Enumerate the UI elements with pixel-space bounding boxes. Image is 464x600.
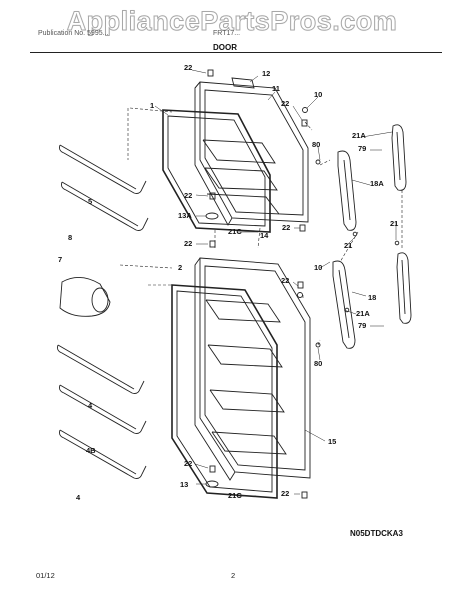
callout-21A-top: 21A bbox=[352, 131, 366, 140]
callout-80-b: 80 bbox=[314, 359, 322, 368]
freezer-door-handle-18A bbox=[337, 150, 357, 231]
watermark: AppliancePartsPros.com bbox=[66, 6, 398, 37]
freezer-door-shelves bbox=[202, 139, 280, 215]
diagram-code: N05DTDCKA3 bbox=[350, 529, 403, 538]
callout-80-top: 80 bbox=[312, 140, 320, 149]
callout-79-top: 79 bbox=[358, 144, 366, 153]
upper-door-shelves bbox=[59, 144, 149, 231]
callout-8: 8 bbox=[68, 233, 72, 242]
callout-4-a: 4 bbox=[88, 401, 93, 410]
nameplate bbox=[231, 77, 255, 89]
callout-10-top: 10 bbox=[314, 90, 322, 99]
callout-21C-b: 21C bbox=[228, 491, 242, 500]
callout-21A-b: 21A bbox=[356, 309, 370, 318]
callout-22-f: 22 bbox=[281, 276, 289, 285]
footer-date: 01/12 bbox=[36, 571, 55, 580]
model-number: FRT17... bbox=[213, 30, 241, 37]
callout-13: 13 bbox=[180, 480, 188, 489]
callout-22-c: 22 bbox=[184, 191, 192, 200]
callout-22-g: 22 bbox=[184, 459, 192, 468]
header-rule bbox=[30, 52, 442, 53]
publication-number: Publication No. 5995... bbox=[38, 30, 109, 37]
freezer-door-gasket bbox=[162, 109, 271, 233]
callout-labels: 22 12 11 1 22 10 80 21A 79 18A 5 8 22 13… bbox=[58, 63, 398, 502]
section-title: DOOR bbox=[213, 43, 237, 52]
callout-18: 18 bbox=[368, 293, 376, 302]
leader-lines bbox=[154, 69, 397, 497]
footer-page-number: 2 bbox=[231, 571, 236, 580]
callout-22-b: 22 bbox=[281, 99, 289, 108]
fresh-food-door-handle-18 bbox=[332, 260, 356, 349]
callout-11: 11 bbox=[272, 84, 280, 93]
callout-22-h: 22 bbox=[281, 489, 289, 498]
callout-22-d: 22 bbox=[184, 239, 192, 248]
callout-14: 14 bbox=[260, 231, 269, 240]
freezer-door-handle-21A bbox=[391, 124, 407, 191]
fresh-food-door-bins bbox=[205, 299, 287, 455]
dairy-door-7 bbox=[59, 277, 111, 317]
callout-13A: 13A bbox=[178, 211, 192, 220]
callout-22-e: 22 bbox=[282, 223, 290, 232]
callout-4B: 4B bbox=[86, 446, 96, 455]
callout-15: 15 bbox=[328, 437, 336, 446]
callout-18A: 18A bbox=[370, 179, 384, 188]
callout-21C-top: 21C bbox=[228, 227, 242, 236]
callout-10-b: 10 bbox=[314, 263, 322, 272]
fresh-food-door-gasket bbox=[171, 284, 278, 499]
callout-12: 12 bbox=[262, 69, 270, 78]
callout-79-b: 79 bbox=[358, 321, 366, 330]
callout-21-b: 21 bbox=[344, 241, 352, 250]
callout-22-top: 22 bbox=[184, 63, 192, 72]
callout-21-a: 21 bbox=[390, 219, 398, 228]
callout-1: 1 bbox=[150, 101, 154, 110]
lower-door-shelves bbox=[57, 344, 147, 479]
freezer-door-outer-panel bbox=[194, 81, 309, 226]
callout-5: 5 bbox=[88, 197, 92, 206]
callout-2: 2 bbox=[178, 263, 182, 272]
fresh-food-door-outer-panel bbox=[194, 257, 311, 481]
hardware-parts bbox=[205, 69, 400, 499]
callout-4-b: 4 bbox=[76, 493, 81, 502]
fresh-food-door-handle-21A bbox=[396, 252, 412, 324]
callout-7: 7 bbox=[58, 255, 62, 264]
